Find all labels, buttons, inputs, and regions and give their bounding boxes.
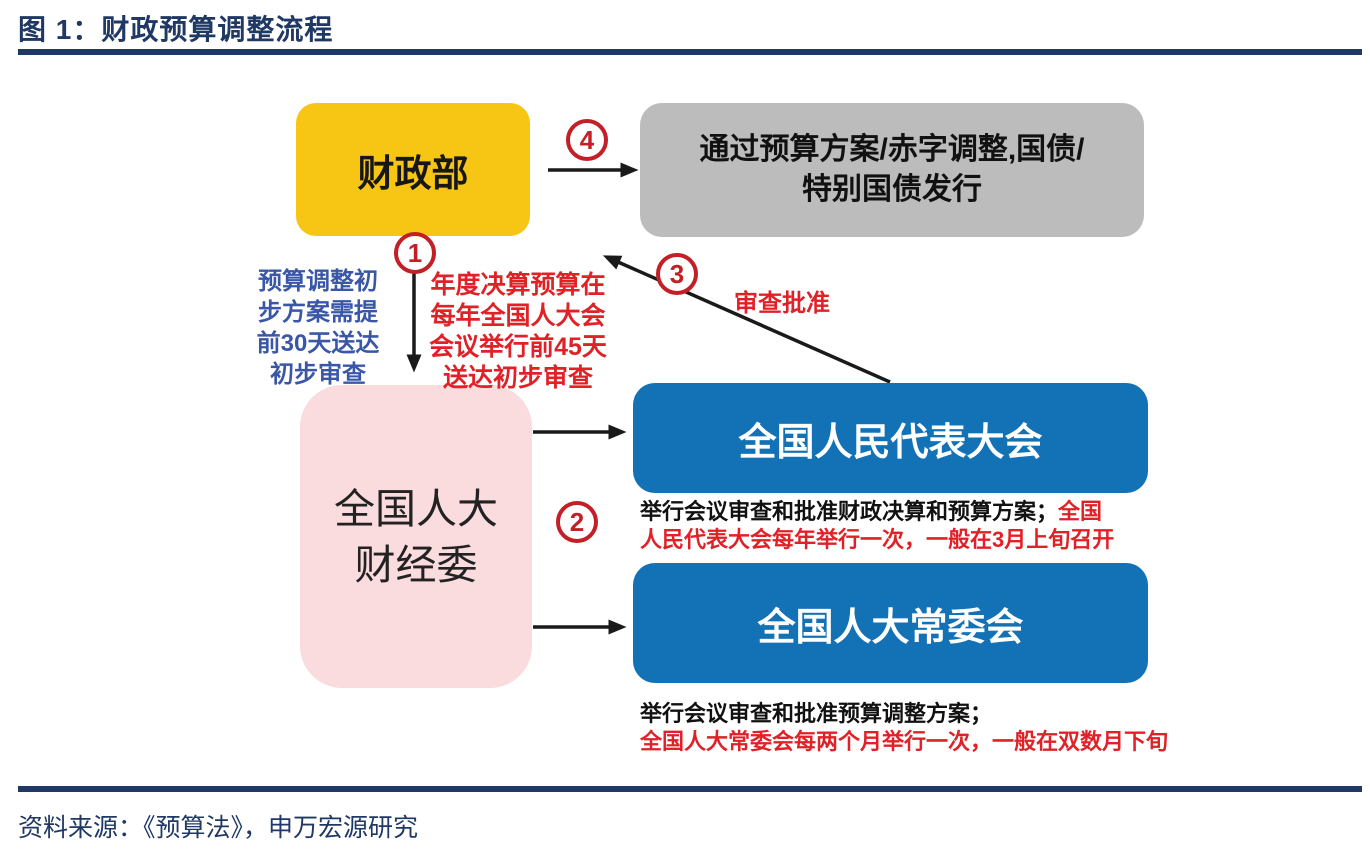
node-finance-line2: 财经委	[354, 541, 478, 588]
note-45-day-submission: 年度决算预算在 每年全国人大会 会议举行前45天 送达初步审查	[429, 271, 607, 392]
npc-caption: 举行会议审查和批准财政决算和预算方案；全国 人民代表大会每年举行一次，一般在3月…	[640, 498, 1160, 554]
node-national-peoples-congress: 全国人民代表大会	[633, 383, 1148, 493]
standing-caption-line2: 全国人大常委会每两个月举行一次，一般在双数月下旬	[640, 729, 1169, 754]
node-standing-label: 全国人大常委会	[757, 606, 1024, 649]
npc-caption-line2: 人民代表大会每年举行一次，一般在3月上旬召开	[640, 527, 1115, 552]
node-npc-standing-committee: 全国人大常委会	[633, 563, 1148, 683]
source-citation: 资料来源：《预算法》，申万宏源研究	[18, 814, 419, 842]
step-3-badge: 3	[656, 253, 698, 295]
node-npc-label: 全国人民代表大会	[738, 421, 1043, 464]
standing-caption: 举行会议审查和批准预算调整方案； 全国人大常委会每两个月举行一次，一般在双数月下…	[640, 700, 1169, 756]
note-30-day-submission: 预算调整初 步方案需提 前30天送达 初步审查	[256, 268, 380, 388]
node-outcome-line1: 通过预算方案/赤字调整,国债/	[699, 133, 1085, 166]
title-underline	[18, 49, 1362, 55]
node-ministry-of-finance: 财政部	[296, 103, 530, 236]
step-1-badge: 1	[394, 232, 436, 274]
step-4-number: 4	[579, 124, 595, 155]
note-review-approval: 审查批准	[734, 290, 830, 317]
step-3-number: 3	[669, 258, 685, 289]
node-finance-line1: 全国人大	[334, 485, 498, 532]
standing-caption-line1: 举行会议审查和批准预算调整方案；	[640, 701, 993, 726]
npc-caption-line1: 举行会议审查和批准财政决算和预算方案；全国	[640, 499, 1103, 524]
node-outcome-line2: 特别国债发行	[802, 173, 982, 206]
step-1-number: 1	[407, 237, 423, 268]
step-2-number: 2	[569, 506, 585, 537]
figure-title: 图 1：财政预算调整流程	[18, 14, 334, 45]
footer-divider	[18, 786, 1362, 792]
node-ministry-label: 财政部	[357, 152, 469, 194]
node-approval-outcome: 通过预算方案/赤字调整,国债/ 特别国债发行	[640, 103, 1144, 237]
node-npc-finance-committee: 全国人大 财经委	[300, 385, 532, 688]
step-4-badge: 4	[566, 119, 608, 161]
step-2-badge: 2	[556, 501, 598, 543]
